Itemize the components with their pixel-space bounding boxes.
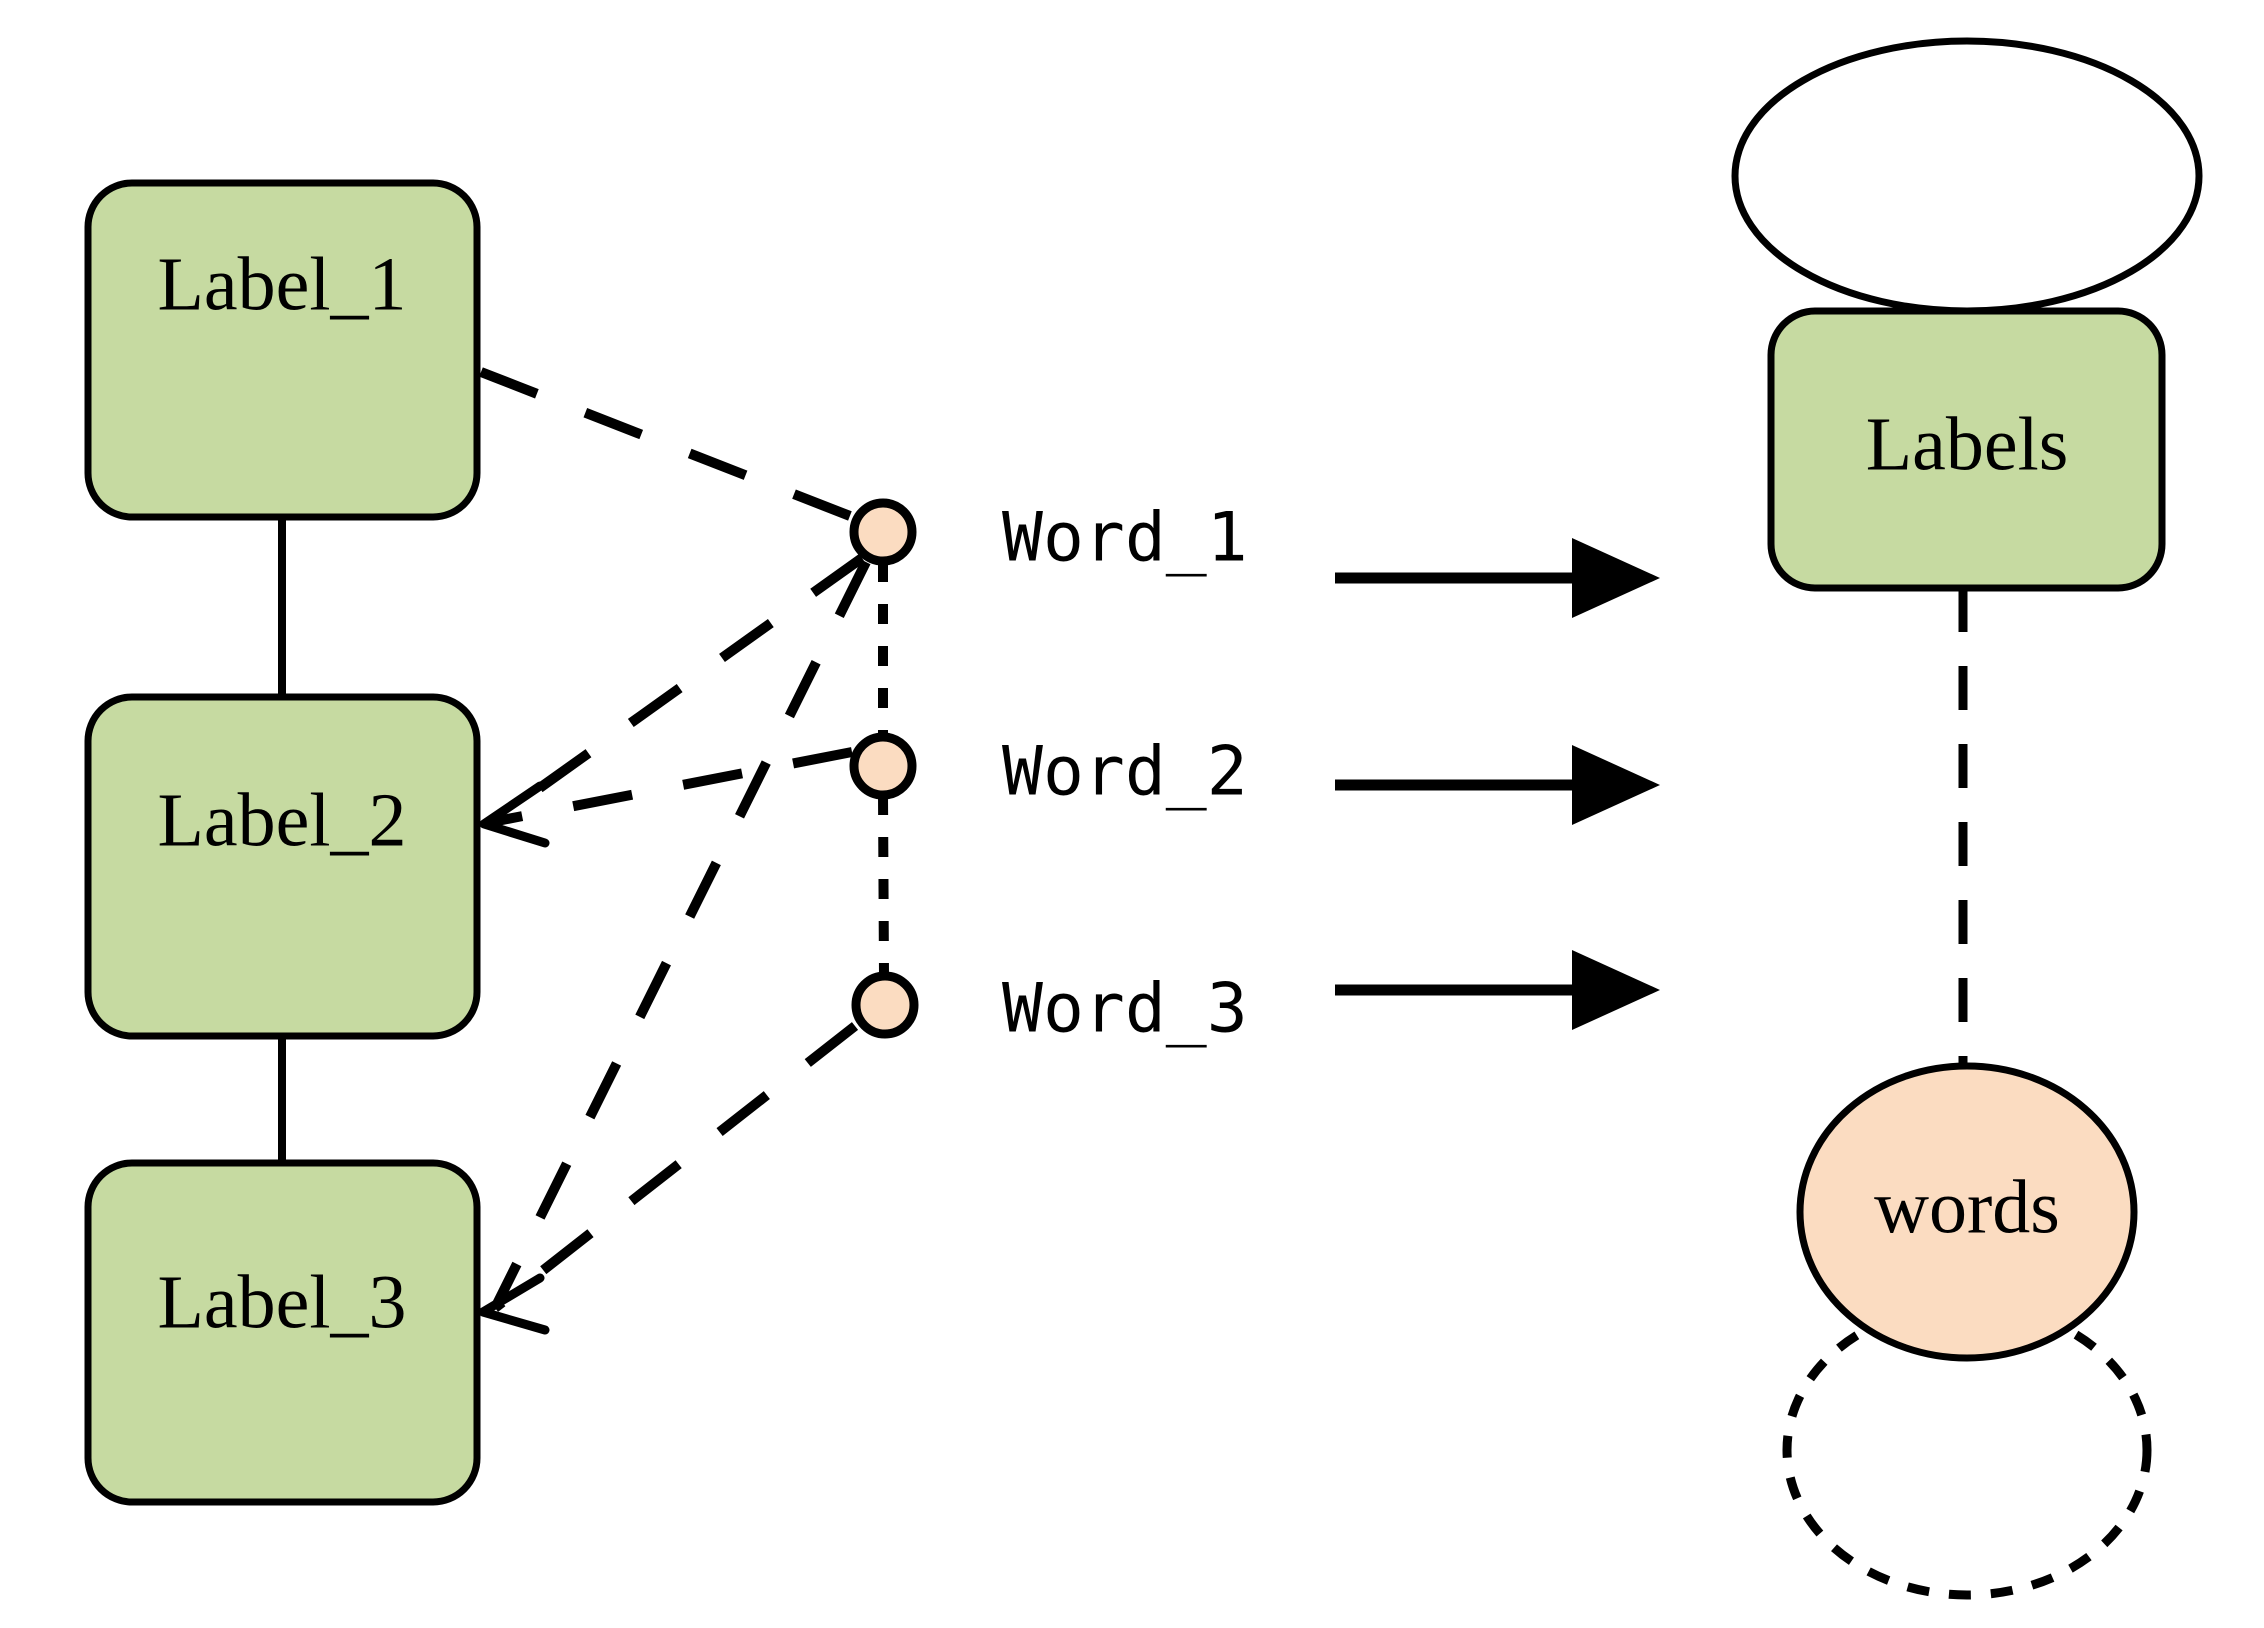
edge-word3-label3 — [491, 1022, 859, 1312]
map-arrow-2-head — [1572, 745, 1660, 825]
word-node-2-text: Word_2 — [1002, 733, 1248, 812]
label-box-2[interactable]: Label_2 — [84, 693, 481, 1040]
word-node-3-text: Word_3 — [1002, 970, 1248, 1049]
map-arrow-1 — [1335, 538, 1660, 618]
label-box-2-shape — [84, 693, 481, 1040]
word-node-1-text: Word_1 — [1002, 499, 1248, 578]
map-arrow-3 — [1335, 950, 1660, 1030]
word-node-2[interactable]: Word_2 — [849, 732, 1248, 812]
words-ellipse-shape — [1796, 1062, 2138, 1362]
map-arrow-2 — [1335, 745, 1660, 825]
labels-box[interactable]: Labels — [1767, 307, 2166, 592]
word-node-3-dot — [851, 971, 919, 1039]
label-box-3[interactable]: Label_3 — [84, 1159, 481, 1506]
labels-box-text: Labels — [1866, 402, 2069, 486]
word-node-2-dot — [849, 732, 917, 800]
label-box-3-text: Label_3 — [157, 1260, 406, 1344]
labels-self-loop — [1731, 37, 2203, 315]
map-arrow-1-head — [1572, 538, 1660, 618]
edge-word1-label2 — [489, 553, 865, 827]
label-box-3-shape — [84, 1159, 481, 1506]
label-box-2-text: Label_2 — [157, 778, 406, 862]
edge-word1-label3 — [490, 559, 871, 1311]
label-box-1-shape — [84, 179, 481, 521]
word-node-1-dot — [849, 498, 917, 566]
edge-word2-word3 — [878, 794, 889, 977]
label-box-1-text: Label_1 — [157, 242, 406, 326]
words-ellipse-text: words — [1874, 1165, 2060, 1249]
edge-label1-word1 — [479, 367, 852, 521]
map-arrow-3-head — [1572, 950, 1660, 1030]
arrowhead-into-label2 — [479, 781, 550, 848]
arrowhead-into-label3 — [478, 1273, 550, 1335]
word-node-3[interactable]: Word_3 — [851, 970, 1248, 1049]
words-ellipse[interactable]: words — [1796, 1062, 2138, 1362]
labels-box-shape — [1767, 307, 2166, 592]
word-node-1[interactable]: Word_1 — [849, 498, 1248, 578]
label-box-1[interactable]: Label_1 — [84, 179, 481, 521]
